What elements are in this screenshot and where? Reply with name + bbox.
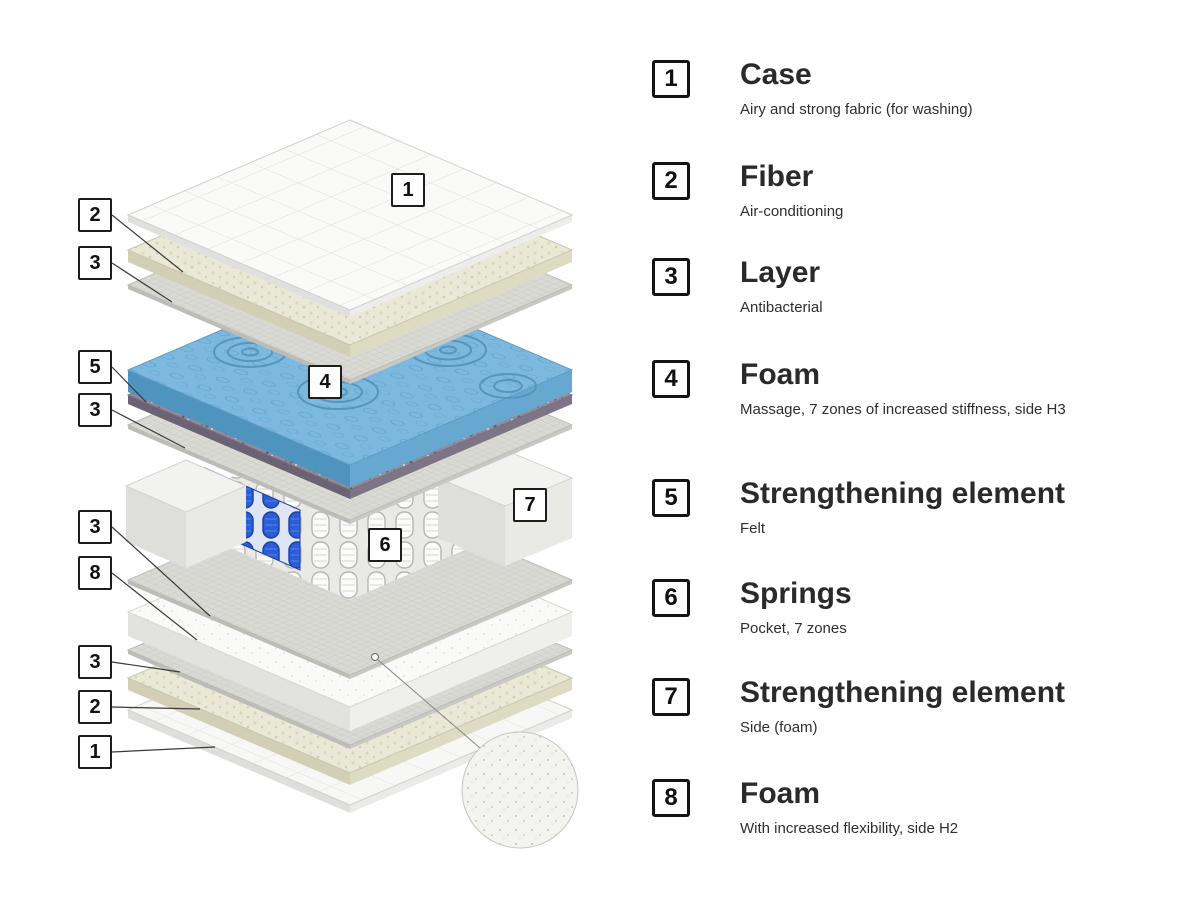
legend-number: 1 (664, 65, 678, 92)
legend-item-fiber: 2 Fiber Air-conditioning (640, 160, 1185, 222)
layer-label-springs: 6 (368, 528, 402, 562)
legend-number-box: 1 (652, 60, 690, 98)
callout-box-layer-top: 3 (78, 246, 112, 280)
callout-number: 3 (89, 650, 101, 673)
callout-number: 4 (319, 370, 331, 393)
layer-label-side: 7 (513, 488, 547, 522)
callout-box-foam-h2: 8 (78, 556, 112, 590)
callout-box-layer-mid: 3 (78, 393, 112, 427)
layer-label-foam: 4 (308, 365, 342, 399)
callout-box-felt: 5 (78, 350, 112, 384)
legend-desc: Side (foam) (740, 719, 818, 736)
callout-box-case-bottom: 1 (78, 735, 112, 769)
legend-title: Foam (740, 358, 821, 391)
mattress-svg (111, 119, 579, 849)
callout-box-layer-bottom: 3 (78, 645, 112, 679)
legend-number: 6 (664, 584, 678, 611)
legend-title: Springs (740, 577, 852, 610)
callout-number: 8 (89, 561, 101, 584)
callout-number: 3 (89, 398, 101, 421)
legend-desc: Air-conditioning (740, 203, 844, 220)
legend-item-layer: 3 Layer Antibacterial (640, 256, 1185, 318)
callout-number: 1 (402, 178, 414, 201)
legend-title: Strengthening element (740, 676, 1066, 709)
legend-number-box: 8 (652, 779, 690, 817)
legend-item-strengthening-felt: 5 Strengthening element Felt (640, 477, 1185, 539)
legend-number: 4 (664, 365, 678, 392)
callout-number: 2 (89, 695, 101, 718)
callout-number: 2 (89, 203, 101, 226)
legend-number-box: 2 (652, 162, 690, 200)
callout-number: 7 (524, 493, 536, 516)
callout-number: 5 (89, 355, 101, 378)
callout-number: 3 (89, 251, 101, 274)
legend-title: Case (740, 58, 812, 91)
legend-number: 7 (664, 683, 678, 710)
layer-top-case (126, 119, 574, 317)
legend-desc: With increased flexibility, side H2 (740, 820, 959, 837)
legend-desc: Massage, 7 zones of increased stiffness,… (740, 401, 1066, 418)
legend: 1 Case Airy and strong fabric (for washi… (640, 0, 1200, 900)
legend-number: 8 (664, 784, 678, 811)
legend-number: 2 (664, 167, 678, 194)
callout-box-layer-under-springs: 3 (78, 510, 112, 544)
legend-item-springs: 6 Springs Pocket, 7 zones (640, 577, 1185, 639)
callout-number: 3 (89, 515, 101, 538)
legend-number-box: 3 (652, 258, 690, 296)
legend-number: 5 (664, 484, 678, 511)
legend-number-box: 6 (652, 579, 690, 617)
layer-label-case: 1 (391, 173, 425, 207)
mattress-illustration: 2 3 5 3 3 8 3 2 1 1 4 7 6 (78, 119, 579, 849)
strengthening-corner-left (124, 459, 248, 568)
legend-item-strengthening-side: 7 Strengthening element Side (foam) (640, 676, 1185, 738)
legend-desc: Airy and strong fabric (for washing) (740, 101, 973, 118)
legend-item-foam: 4 Foam Massage, 7 zones of increased sti… (640, 358, 1185, 420)
foam-texture-magnifier (370, 652, 579, 849)
callout-number: 6 (379, 533, 391, 556)
legend-title: Fiber (740, 160, 814, 193)
legend-item-foam-h2: 8 Foam With increased flexibility, side … (640, 777, 1185, 839)
callout-box-fiber-top: 2 (78, 198, 112, 232)
legend-desc: Pocket, 7 zones (740, 620, 847, 637)
legend-item-case: 1 Case Airy and strong fabric (for washi… (640, 58, 1185, 120)
legend-number-box: 4 (652, 360, 690, 398)
legend-desc: Felt (740, 520, 766, 537)
callout-lines (111, 214, 216, 753)
legend-title: Layer (740, 256, 821, 289)
legend-title: Foam (740, 777, 821, 810)
callout-box-fiber-bottom: 2 (78, 690, 112, 724)
legend-number-box: 5 (652, 479, 690, 517)
legend-desc: Antibacterial (740, 299, 823, 316)
callout-number: 1 (89, 740, 101, 763)
legend-number-box: 7 (652, 678, 690, 716)
legend-title: Strengthening element (740, 477, 1066, 510)
legend-number: 3 (664, 263, 678, 290)
